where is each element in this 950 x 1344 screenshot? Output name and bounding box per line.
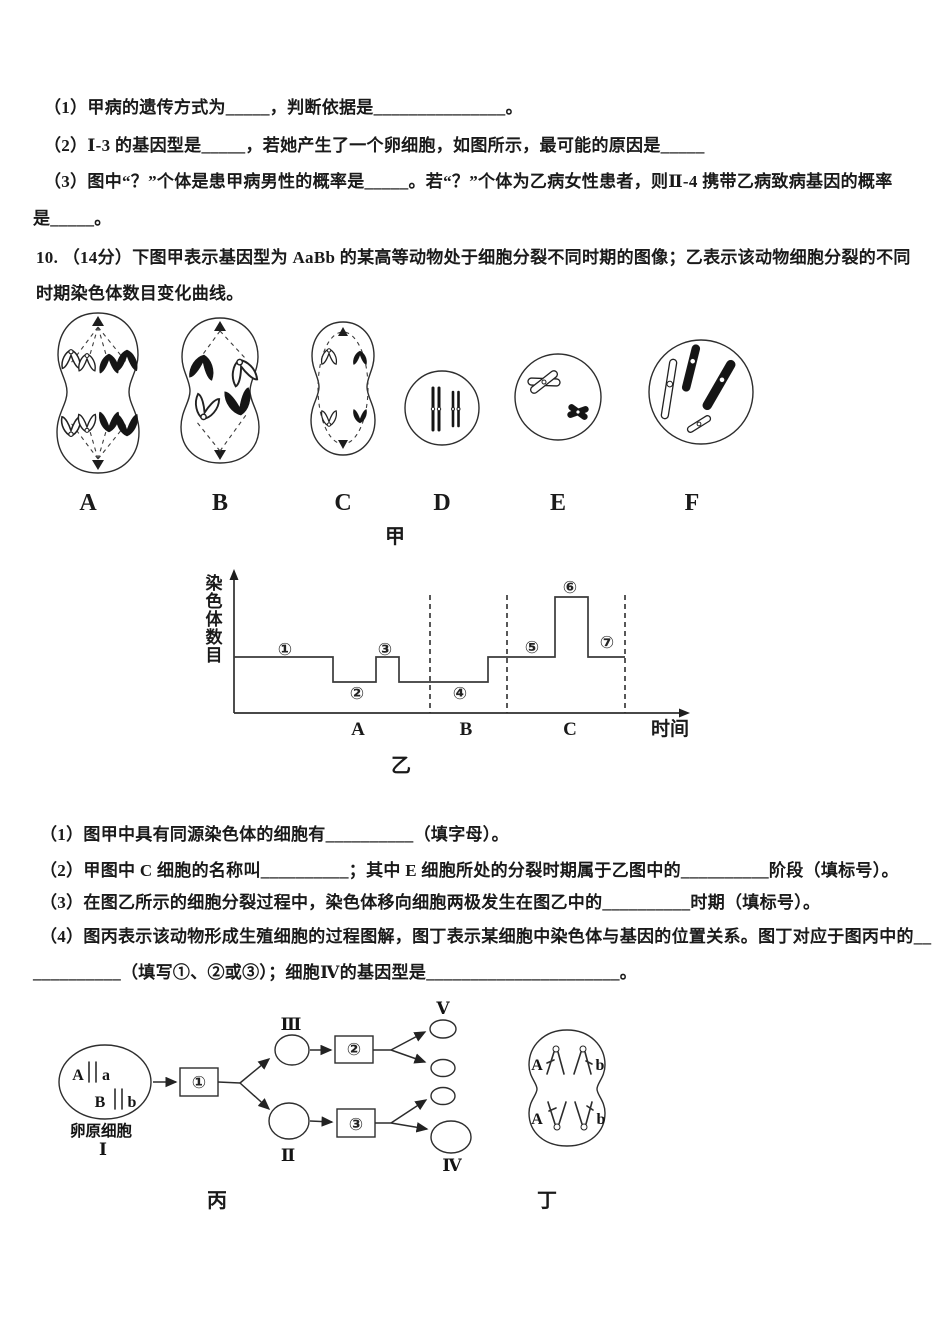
- phase-label-c: C: [563, 719, 577, 740]
- ding-gene-A-top: A: [531, 1057, 543, 1074]
- chart-axes: [229, 569, 690, 718]
- sub-question-3: （3）在图乙所示的细胞分裂过程中，染色体移向细胞两极发生在图乙中的_______…: [40, 893, 821, 912]
- chart-mark-1: ①: [278, 640, 292, 660]
- cell-A: [56, 312, 140, 474]
- question-line-4: 是_____。: [33, 209, 112, 228]
- cell-label-f: F: [685, 490, 700, 516]
- figure-jia-cell-diagrams: A B C D E F 甲: [56, 312, 754, 548]
- process-box-2: ②: [347, 1040, 361, 1060]
- figure-bing-caption: 丙: [207, 1190, 227, 1212]
- chart-mark-6: ⑥: [563, 578, 577, 598]
- question-10-stem-1: 10. （14分）下图甲表示基因型为 AaBb 的某高等动物处于细胞分裂不同时期…: [36, 248, 911, 267]
- cell-B: [180, 317, 260, 464]
- cell-label-e: E: [550, 490, 566, 516]
- gene-label-a: a: [102, 1067, 110, 1084]
- sub-question-4b: __________（填写①、②或③）；细胞Ⅳ的基因型是____________…: [33, 963, 638, 982]
- process-box-3: ③: [349, 1115, 363, 1135]
- chart-mark-4: ④: [453, 684, 467, 704]
- oogonium-cell-I: A a B b 卵原细胞 Ⅰ: [58, 1044, 152, 1159]
- chart-mark-7: ⑦: [600, 633, 614, 653]
- phase-divider-lines: [429, 595, 626, 713]
- sub-question-2: （2）甲图中 C 细胞的名称叫__________；其中 E 细胞所处的分裂时期…: [40, 861, 899, 880]
- y-axis-label-char: 体: [206, 609, 224, 629]
- cell-label-a: A: [79, 490, 97, 516]
- cell-label-d: D: [433, 490, 450, 516]
- gene-label-b: b: [128, 1094, 137, 1111]
- cell-E: [514, 353, 602, 441]
- x-axis-label: 时间: [651, 718, 689, 740]
- cell-label-c: C: [334, 490, 351, 516]
- question-line-1: （1）甲病的遗传方式为_____，判断依据是_______________。: [44, 98, 523, 117]
- y-axis-label-char: 数: [206, 627, 224, 647]
- numeral-III: Ⅲ: [281, 1015, 302, 1034]
- phase-label-a: A: [351, 719, 365, 740]
- meiosis-flow: ① Ⅲ Ⅱ ② Ⅴ ③ Ⅳ: [153, 999, 472, 1175]
- cell-label-b: B: [212, 490, 228, 516]
- y-axis-label-char: 目: [206, 646, 223, 665]
- ding-gene-b-bottom: b: [597, 1111, 606, 1128]
- process-box-1: ①: [192, 1073, 206, 1093]
- numeral-IV: Ⅳ: [442, 1156, 462, 1175]
- numeral-V: Ⅴ: [435, 999, 450, 1018]
- cell-ding: A b A b: [528, 1029, 606, 1147]
- question-line-2: （2）Ⅰ-3 的基因型是_____，若她产生了一个卵细胞，如图所示，最可能的原因…: [44, 136, 705, 155]
- chart-mark-3: ③: [378, 640, 392, 660]
- numeral-II: Ⅱ: [281, 1146, 295, 1165]
- question-line-3: （3）图中“？”个体是患甲病男性的概率是_____。若“？”个体为乙病女性患者，…: [44, 172, 893, 191]
- cell-C: [310, 321, 376, 456]
- cell-F: [648, 339, 754, 445]
- phase-label-b: B: [460, 719, 473, 740]
- sub-question-1: （1）图甲中具有同源染色体的细胞有__________（填字母）。: [40, 825, 509, 844]
- figure-ding-caption: 丁: [537, 1190, 557, 1212]
- chart-mark-5: ⑤: [525, 638, 539, 658]
- oogonium-label: 卵原细胞: [70, 1121, 133, 1140]
- sub-question-4a: （4）图丙表示该动物形成生殖细胞的过程图解，图丁表示某细胞中染色体与基因的位置关…: [40, 927, 932, 946]
- gene-label-B: B: [95, 1094, 106, 1111]
- numeral-I: Ⅰ: [99, 1140, 107, 1159]
- ding-gene-A-bottom: A: [531, 1111, 543, 1128]
- y-axis-label-char: 染: [206, 573, 223, 593]
- cell-D: [404, 370, 480, 446]
- gene-label-A: A: [72, 1067, 84, 1084]
- figure-yi-caption: 乙: [391, 755, 411, 777]
- ding-gene-b-top: b: [596, 1057, 605, 1074]
- figure-jia-caption: 甲: [385, 526, 405, 548]
- figure-yi-chart: 染 色 体 数 目 ① ② ③ ④ ⑤ ⑥ ⑦ A B C 时间 乙: [206, 569, 690, 777]
- figure-bing-ding-diagrams: A a B b 卵原细胞 Ⅰ ① Ⅲ Ⅱ ② Ⅴ: [58, 999, 606, 1212]
- question-10-stem-2: 时期染色体数目变化曲线。: [36, 284, 244, 303]
- chart-mark-2: ②: [350, 684, 364, 704]
- y-axis-label-char: 色: [206, 591, 223, 611]
- chromosome-number-curve: [234, 596, 625, 683]
